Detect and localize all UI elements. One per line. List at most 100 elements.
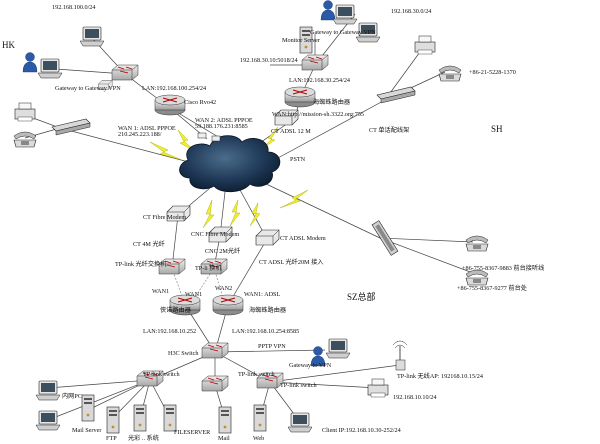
sz-internal-pc-icon: [35, 380, 61, 401]
sh-patch-panel-icon: [376, 86, 416, 104]
sh-printer-icon: [414, 35, 436, 55]
sz-lan-left-label: LAN:192.168.10.252: [143, 328, 196, 335]
sz-patch-panel-icon: [371, 220, 399, 256]
sh-laptop-icon: [332, 4, 358, 25]
sz-pptp-vpn-label: PPTP VPN: [258, 343, 286, 350]
lightning-icon: [279, 189, 309, 209]
sh-lan-label: LAN:192.168.30.254/24: [289, 77, 350, 84]
sh-router-icon: [284, 86, 316, 108]
hk-modem-2-icon: [197, 132, 207, 139]
sh-router-label: 海蜘蛛路由器: [313, 98, 351, 106]
sz-laptop-icon: [325, 338, 351, 359]
sz-tplink-switch-label: TP-li 换机: [195, 264, 222, 272]
sz-phone-1-icon: [465, 235, 489, 252]
pstn-label: PSTN: [290, 156, 306, 163]
sh-switch-icon: [301, 54, 329, 71]
sz-tplink-switch-mid-icon: [201, 375, 229, 392]
sz-client-pc-icon: [287, 412, 313, 433]
sz-tplink-switch-left-label: TP-link switch: [143, 371, 181, 378]
sz-pc-label: 内网PC: [62, 392, 82, 400]
sz-fileserver-label: FILESERVER: [174, 429, 211, 436]
sh-monitor-ip-label: 192.168.30.10:5018/24: [240, 57, 298, 64]
lightning-icon: [202, 199, 215, 229]
sz-tplink-switch-right-label: TP-link switch: [280, 382, 318, 389]
sz-web-server-icon: [253, 404, 267, 432]
sz-ct-adsl-20m-label: CT ADSL 光纤20M 接入: [259, 258, 323, 266]
internet-cloud-icon: [179, 135, 281, 193]
sz-web-label: Web: [253, 435, 264, 442]
links: [24, 13, 474, 423]
sz-ct-adsl-modem-label: CT ADSL Modem: [280, 235, 326, 242]
sz-client-ip-label: Client IP:192.168.10.30-252/24: [322, 427, 401, 434]
sz-ct-4m-label: CT 4M 光纤: [133, 240, 165, 248]
hk-patch-panel-icon: [51, 118, 91, 136]
sz-mail-server-pc-icon: [35, 410, 61, 431]
sz-router-left-label: 侠诺路由器: [160, 306, 192, 314]
sh-wan-label: WAN:http://mission-sh.3322.org:755: [272, 111, 364, 118]
sz-wan1-adsl-label: WAN1: ADSL: [244, 291, 280, 298]
sh-vpn-label: Gateway to Gateway VPN: [310, 29, 376, 36]
region-label-hk: HK: [2, 40, 15, 50]
lightning-icon: [149, 141, 183, 161]
sh-monitor-server-label: Monitor Server: [282, 37, 320, 44]
hk-switch-icon: [111, 64, 139, 81]
sz-phone2-label: +86-755-8367-9277 前台处: [457, 284, 527, 292]
sz-tplink-fibre-switch-label: TP-link 光纤交换机: [115, 260, 167, 268]
sz-fileserver-icon: [163, 404, 177, 432]
sz-printer-icon: [367, 378, 389, 398]
hk-phone-icon: [13, 131, 37, 148]
sz-wireless-ap-icon: [392, 340, 408, 371]
sh-vpn-user-icon: [320, 0, 336, 21]
sz-mail-server-icon: [81, 394, 95, 422]
hk-wan2-label: WAN 2: ADSL PPPOE: [195, 117, 253, 124]
sz-wan2-label: WAN2: [215, 285, 232, 292]
sh-switchboard-label: CT 单话配线架: [369, 126, 409, 134]
sz-ct-adsl-modem-icon: [255, 229, 280, 246]
sz-mail-icon: [218, 406, 232, 434]
sz-mail-label: Mail: [218, 435, 230, 442]
hk-printer-icon: [14, 102, 36, 122]
lightning-icon: [229, 199, 241, 227]
sz-router-right-label: 海蜘蛛路由器: [249, 306, 287, 314]
region-label-sz: SZ总部: [347, 291, 376, 302]
hk-router-icon: [154, 94, 186, 116]
hk-modem-3-icon: [211, 135, 221, 142]
hk-wan1-ip-label: 210.245.223.188/: [118, 131, 162, 138]
sz-phone1-label: +86-755-8367-9883 前台接听线: [462, 264, 544, 272]
hk-wan1-label: WAN 1: ADSL PPPOE: [118, 125, 176, 132]
sz-files-system-label: 光彩 .. 系统: [128, 434, 159, 442]
hk-laptop-icon: [37, 58, 63, 79]
region-label-sh: SH: [491, 124, 503, 134]
sz-ftp-server-icon: [106, 406, 120, 434]
sz-lan-right-label: LAN:192.168.10.254:8585: [232, 328, 299, 335]
sz-h3c-switch-icon: [201, 342, 229, 359]
sz-wan1-b-label: WAN1: [185, 291, 202, 298]
sz-system-server-icon: [133, 404, 147, 432]
hk-pc-icon: [79, 26, 105, 47]
sz-cnc-2m-label: CNC 2M光纤: [205, 247, 240, 255]
hk-vpn-label: Gateway to Gateway VPN: [55, 85, 121, 92]
sz-h3c-switch-label: H3C Switch: [168, 350, 199, 357]
sz-ftp-label: FTP: [106, 435, 117, 442]
sz-printer-ip-label: 192.168.10.10/24: [393, 394, 437, 401]
hk-lan-label: LAN:192.168.100.254/24: [142, 85, 206, 92]
sz-wireless-ap-label: TP-link 无线AP: 192168.10.15/24: [397, 372, 483, 380]
hk-wan2-ip-label: 59.188.176.231:8585: [195, 123, 248, 130]
hk-vpn-user-icon: [22, 52, 38, 73]
sz-gateway-vpn-label: Gateway to VPN: [289, 362, 332, 369]
sz-cnc-fibre-modem-label: CNC Fibre Modem: [191, 231, 239, 238]
sh-subnet-label: 192.168.30.0/24: [391, 8, 431, 15]
sz-router-right-icon: [212, 294, 244, 316]
sz-mail-server-label: Mail Server: [72, 427, 101, 434]
sh-phone-label: +86-21-5228-1370: [469, 69, 516, 76]
sz-phone-2-icon: [465, 269, 489, 286]
sh-adsl-label: CT ADSL 12 M: [271, 128, 311, 135]
hk-subnet-label: 192.168.100.0/24: [52, 4, 96, 11]
sz-tplink-switch-mid2-label: TP-link switch: [238, 371, 276, 378]
lightning-icon: [249, 202, 261, 227]
sz-wan1-a-label: WAN1: [152, 288, 169, 295]
hk-router-label: Cisco Rvo42: [184, 99, 216, 106]
sz-ct-fibre-modem-label: CT Fibre Modem: [143, 214, 186, 221]
